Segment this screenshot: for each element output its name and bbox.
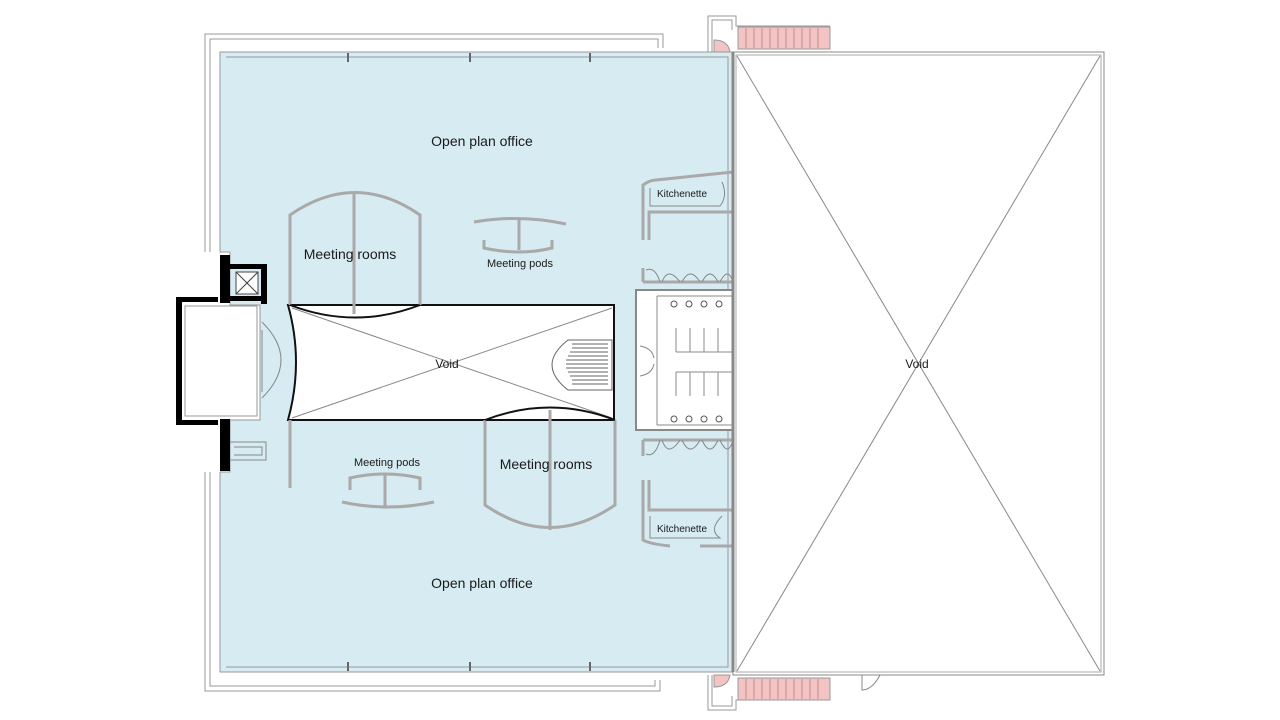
label-meeting-rooms-top: Meeting rooms [304,246,397,262]
entrance-core [176,255,282,471]
stair-bottom [707,674,831,711]
label-void-atrium: Void [435,357,458,371]
label-open-plan-office-bottom: Open plan office [431,575,533,591]
meeting-rooms-top [288,191,422,319]
right-void [731,51,1105,691]
service-core [635,170,734,548]
label-open-plan-office-top: Open plan office [431,133,533,149]
office-outer-facade [204,33,664,692]
meeting-pods-bottom-furniture [341,472,435,509]
atrium-void [286,304,615,421]
lift-shaft [235,271,259,295]
label-meeting-rooms-bottom: Meeting rooms [500,456,593,472]
window-mullions [347,53,591,671]
meeting-pods-top-furniture [473,216,567,254]
meeting-rooms-bottom [288,406,617,530]
lower-core-box [230,441,267,461]
label-meeting-pods-top: Meeting pods [487,258,554,270]
label-kitchenette-bottom: Kitchenette [657,524,707,535]
label-kitchenette-top: Kitchenette [657,189,707,200]
stair-top [707,15,831,53]
label-void-right: Void [905,357,928,371]
label-meeting-pods-bottom: Meeting pods [354,457,421,469]
